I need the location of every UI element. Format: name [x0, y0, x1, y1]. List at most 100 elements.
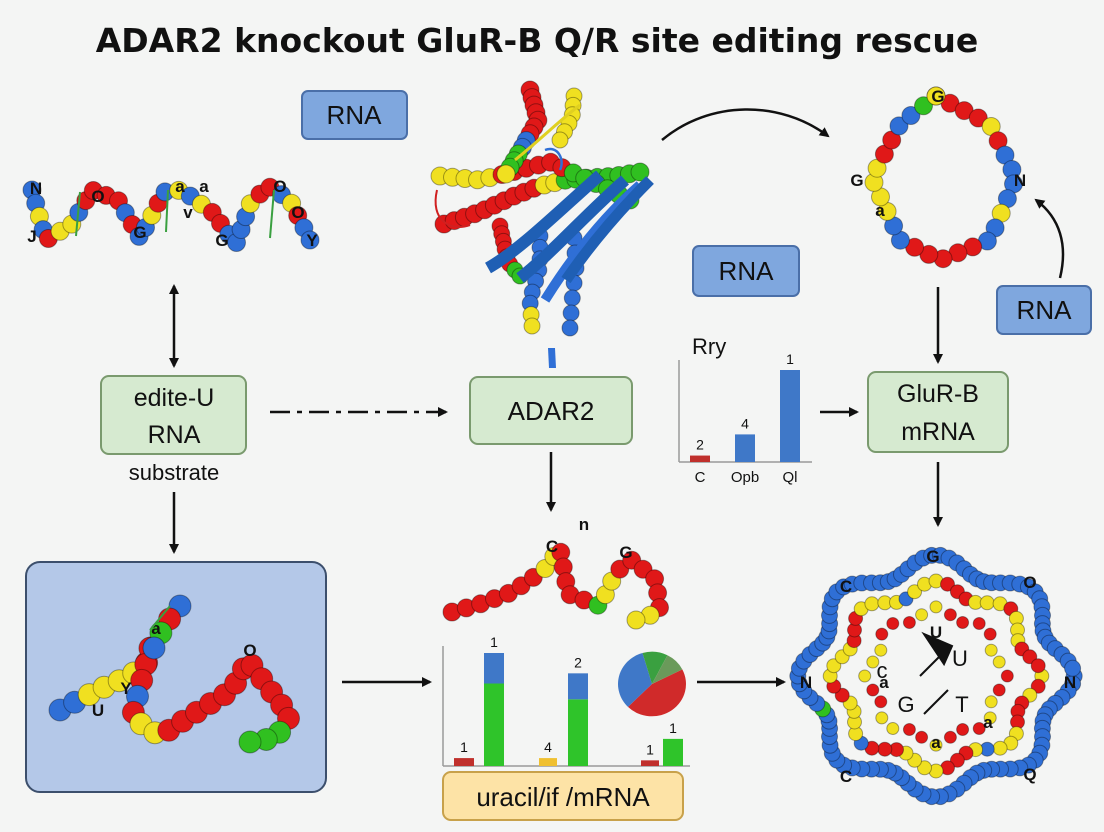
ring-inner-marks [919, 631, 954, 715]
molecule-letter: n [579, 515, 589, 534]
nucleotide-bead [984, 643, 998, 657]
molecule-letter: O [1023, 573, 1036, 592]
stacked-bar-segment [484, 683, 504, 766]
molecule-letter: C [840, 767, 852, 786]
glurb-line1: GluR-B [897, 380, 979, 408]
pie-slice [618, 652, 652, 707]
ring-outer [789, 546, 1083, 806]
pie-chart [618, 651, 686, 717]
uracil-mrna-label: uracil/if /mRNA [476, 782, 650, 812]
nucleotide-bead [630, 162, 650, 182]
nucleotide-bead [877, 741, 893, 757]
molecule-letter: G [215, 231, 228, 250]
nucleotide-bead [300, 230, 320, 250]
rry-bar-value: 4 [741, 415, 749, 431]
ring-inner [858, 600, 1014, 752]
rry-bar-value: 2 [696, 437, 704, 453]
molecule-letter: G [926, 547, 939, 566]
molecule-letter: J [27, 227, 36, 246]
molecule-letter: Y [306, 231, 318, 250]
nucleotide-bead [886, 722, 900, 735]
nucleotide-bead [972, 722, 986, 735]
protein-ribbons [434, 103, 654, 368]
molecule-letter: Y [120, 679, 132, 698]
nucleotide-bead [983, 627, 997, 641]
arrows [169, 108, 1065, 687]
nucleotide-bead [866, 655, 880, 669]
nucleotide-bead [915, 608, 929, 622]
molecule-letter: O [243, 641, 256, 660]
glurb-mrna-box: GluR-B mRNA [867, 371, 1009, 453]
rry-bar-value: 1 [786, 351, 794, 367]
nucleotide-bead [914, 96, 933, 116]
nucleotide-bead [929, 738, 943, 752]
nucleotide-bead [875, 627, 889, 641]
nucleotide-bead [984, 695, 998, 709]
nucleotide-bead [907, 584, 923, 600]
stacked-bar-value: 2 [574, 654, 582, 670]
rry-bar [780, 370, 800, 462]
glurb-line2: mRNA [901, 418, 975, 446]
nucleotide-bead [1064, 659, 1082, 677]
molecule-letter: G [850, 171, 863, 190]
ring-middle [822, 573, 1050, 779]
stacked-bar-segment [484, 653, 504, 684]
nucleotide-bead [926, 86, 946, 106]
nucleotide-bead [983, 711, 997, 725]
molecule-letter: N [30, 179, 42, 198]
molecule-letter: G [619, 543, 632, 562]
nucleotide-bead [826, 658, 842, 674]
nucleotide-bead [834, 687, 850, 703]
stacked-bar-value: 1 [460, 739, 468, 755]
nucleotide-bead [866, 683, 880, 697]
nucleotide-bead [901, 106, 921, 125]
molecule-letter: G [133, 223, 146, 242]
nucleotide-bead [915, 730, 929, 744]
stacked-bar-segment [663, 738, 683, 766]
nucleotide-bead [929, 600, 943, 614]
nucleotide-bead [968, 108, 988, 128]
stacked-bar-segment [568, 699, 588, 766]
molecule-letter: Q [1023, 765, 1036, 784]
molecule-letter: O [291, 203, 304, 222]
nucleotide-bead [1030, 658, 1046, 674]
nucleotide-bead [992, 655, 1006, 669]
rna-middle-box: RNA [692, 245, 800, 297]
rna-top-label: RNA [327, 100, 383, 130]
molecule-letter: a [151, 619, 161, 638]
nucleotide-bead [874, 695, 888, 709]
stacked-bar-segment [454, 758, 474, 766]
uracil-mrna-box: uracil/if /mRNA [442, 771, 684, 821]
nucleotide-bead [886, 617, 900, 630]
edited-substrate-line2: RNA [148, 421, 201, 449]
molecule-letter: a [875, 201, 885, 220]
stacked-bar-value: 1 [646, 741, 654, 757]
nucleotide-bead [496, 164, 516, 184]
stacked-bar-segment [641, 760, 659, 766]
nucleotide-bead [1000, 669, 1014, 683]
nucleotide-bead [858, 669, 872, 683]
molecule-letter: C [840, 577, 852, 596]
nucleotide-bead [943, 730, 957, 744]
adar2-box: ADAR2 [469, 376, 633, 445]
nucleotide-bead [523, 317, 541, 335]
nucleotide-bead [1022, 649, 1038, 665]
pie-slice [627, 669, 686, 717]
molecule-letter: G [931, 87, 944, 106]
nucleotide-bead [1030, 678, 1046, 694]
nucleotide-bead [943, 608, 957, 622]
nucleotide-bead [902, 723, 916, 736]
stacked-bar-value: 4 [544, 739, 552, 755]
rry-tick-label: C [695, 469, 706, 486]
arrow-curve-right [1034, 198, 1065, 279]
molecule-letter: O [91, 187, 104, 206]
rna-top-box: RNA [301, 90, 408, 140]
stacked-bar-value: 1 [669, 720, 677, 736]
nucleotide-bead [626, 610, 646, 630]
rry-title: Rry [692, 334, 726, 359]
rry-tick-label: Opb [731, 469, 759, 486]
molecule-letter: a [879, 673, 889, 692]
molecule-letter: N [1064, 673, 1076, 692]
